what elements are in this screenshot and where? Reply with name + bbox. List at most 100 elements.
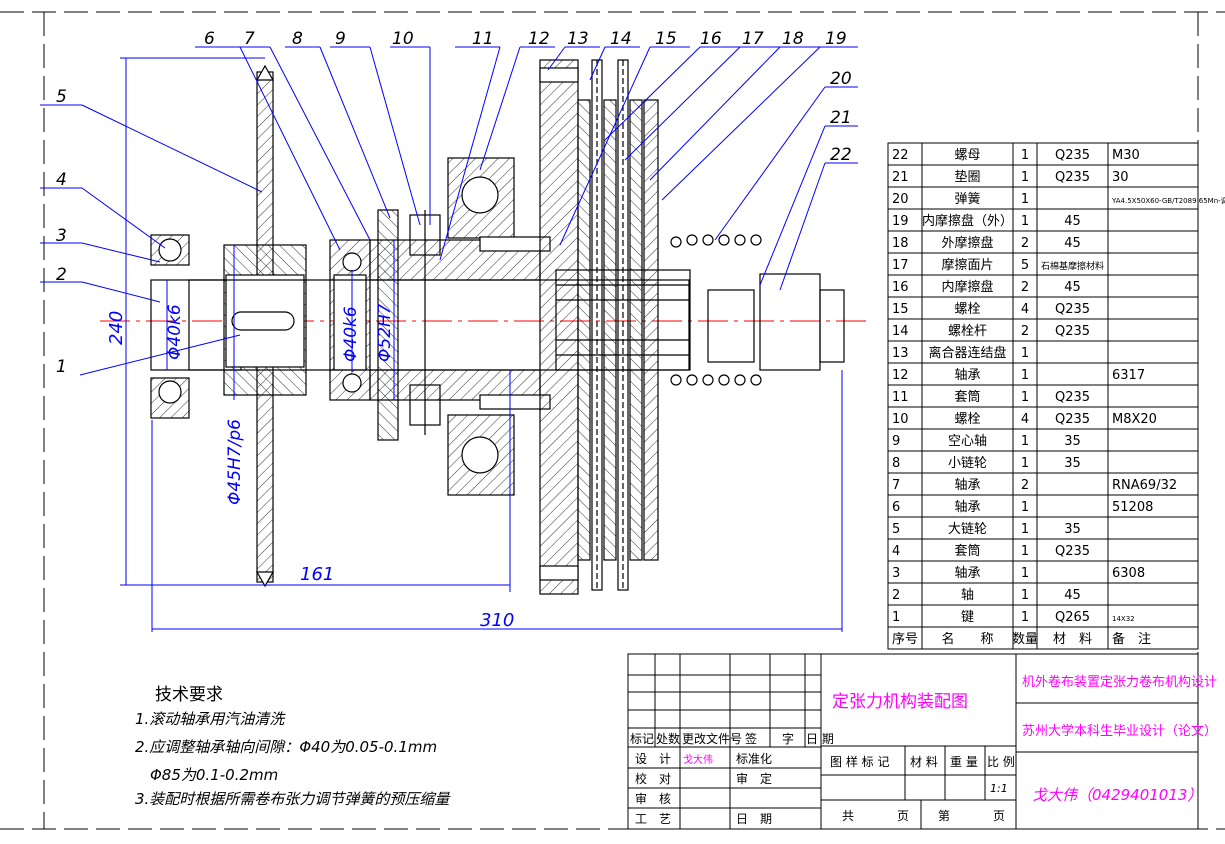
- callout-17: 17: [742, 29, 764, 49]
- bom-cell-qty: 1: [1021, 522, 1029, 537]
- dim-d40k6-left: Φ40k6: [165, 304, 185, 360]
- stage-header-weight: 重 量: [950, 755, 978, 769]
- stage-header-scale: 比 例: [987, 755, 1015, 769]
- scale-value: 1:1: [990, 782, 1008, 795]
- callout-leaders: [40, 46, 858, 376]
- bom-cell-name: 内摩擦盘（外）: [922, 213, 1013, 229]
- drawing-title: 定张力机构装配图: [832, 692, 968, 712]
- bom-cell-qty: 1: [1021, 610, 1029, 625]
- callout-8: 8: [292, 29, 303, 49]
- notes-heading: 技术要求: [155, 685, 223, 705]
- bom-cell-note: M8X20: [1112, 412, 1157, 427]
- bom-cell-name: 垫圈: [954, 169, 980, 185]
- bom-cell-name: 小链轮: [948, 456, 987, 471]
- bom-cell-no: 22: [892, 148, 909, 163]
- bom-cell-qty: 1: [1021, 544, 1029, 559]
- bom-cell-no: 3: [892, 566, 900, 581]
- bom-cell-qty: 1: [1021, 566, 1029, 581]
- bom-cell-qty: 1: [1021, 192, 1029, 207]
- notes-line-4: 3.装配时根据所需卷布张力调节弹簧的预压缩量: [135, 790, 450, 808]
- standard-label: 标准化: [736, 752, 772, 766]
- bom-cell-no: 8: [892, 456, 900, 471]
- callout-7: 7: [244, 29, 255, 49]
- bom-cell-qty: 2: [1021, 478, 1029, 493]
- bom-cell-name: 外摩擦盘: [941, 235, 993, 251]
- bom-cell-qty: 2: [1021, 236, 1029, 251]
- check-label: 校 对: [635, 771, 671, 786]
- bom-cell-name: 弹簧: [954, 191, 980, 207]
- author-id: 戈大伟（0429401013）: [1032, 786, 1202, 804]
- bom-cell-name: 离合器连结盘: [928, 345, 1006, 361]
- notes-line-3: Φ85为0.1-0.2mm: [150, 766, 279, 784]
- bom-cell-mat: Q235: [1055, 390, 1090, 405]
- bom-cell-qty: 1: [1021, 214, 1029, 229]
- callout-6: 6: [204, 29, 215, 49]
- callout-14: 14: [610, 29, 632, 49]
- bom-cell-mat: 45: [1064, 588, 1081, 603]
- callout-18: 18: [782, 29, 804, 49]
- bom-cell-name: 套筒: [954, 389, 980, 405]
- bom-cell-mat: Q235: [1055, 302, 1090, 317]
- bom-cell-name: 内摩擦盘: [941, 279, 993, 295]
- dim-h240: 240: [106, 311, 127, 345]
- callout-15: 15: [655, 29, 677, 49]
- rev-header-date: 日 期: [806, 732, 834, 746]
- bom-cell-mat: Q235: [1055, 544, 1090, 559]
- bom-table-grid: [887, 142, 1199, 650]
- bom-cell-mat: 35: [1064, 456, 1081, 471]
- bom-header-no: 序号: [892, 632, 918, 647]
- bom-cell-name: 轴: [961, 588, 974, 603]
- date-label: 日 期: [736, 812, 772, 826]
- callout-1: 1: [56, 357, 67, 377]
- bom-cell-no: 13: [892, 346, 909, 361]
- bom-cell-note: 6317: [1112, 368, 1145, 383]
- bom-cell-mat: 45: [1064, 236, 1081, 251]
- bom-cell-note: 14X32: [1112, 615, 1135, 623]
- rev-header-file: 更改文件号: [682, 731, 742, 746]
- bom-header-mat: 材 料: [1053, 632, 1092, 647]
- bom-cell-mat: Q235: [1055, 170, 1090, 185]
- school-name: 苏州大学本科生毕业设计（论文）: [1022, 723, 1217, 739]
- bom-cell-no: 20: [892, 192, 909, 207]
- bom-cell-mat: 45: [1064, 214, 1081, 229]
- bom-cell-note: 30: [1112, 170, 1129, 185]
- dim-d40k6-mid: Φ40k6: [341, 306, 361, 362]
- rev-header-sign2: 字: [782, 731, 794, 746]
- bom-cell-qty: 4: [1021, 412, 1029, 427]
- bom-cell-no: 15: [892, 302, 909, 317]
- bom-cell-no: 11: [892, 390, 909, 405]
- bom-cell-name: 螺母: [954, 148, 980, 163]
- bom-cell-no: 1: [892, 610, 900, 625]
- bom-cell-note: M30: [1112, 148, 1140, 163]
- bom-cell-mat: 石棉基摩擦材料: [1041, 260, 1104, 272]
- bom-cell-mat: Q265: [1055, 610, 1090, 625]
- bom-cell-qty: 1: [1021, 588, 1029, 603]
- sheet-page-label: 页: [993, 809, 1005, 823]
- callout-10: 10: [392, 29, 414, 49]
- page-label: 页: [897, 809, 909, 823]
- bom-cell-name: 轴承: [954, 478, 980, 493]
- designer-name: 戈大伟: [683, 753, 713, 766]
- bom-cell-no: 16: [892, 280, 909, 295]
- bom-cell-name: 大链轮: [948, 522, 987, 537]
- bom-cell-name: 键: [961, 610, 974, 625]
- bom-cell-no: 10: [892, 412, 909, 427]
- bom-cell-qty: 2: [1021, 324, 1029, 339]
- bom-cell-note: YA4.5X50X60-GB/T2089 65Mn-调质处理: [1111, 196, 1225, 205]
- title-block: 定张力机构装配图 机外卷布装置定张力卷布机构设计 苏州大学本科生毕业设计（论文）…: [630, 674, 1217, 826]
- bom-cell-no: 4: [892, 544, 900, 559]
- bom-header-note: 备 注: [1112, 631, 1151, 647]
- dim-w161: 161: [300, 564, 334, 585]
- bom-cell-qty: 2: [1021, 280, 1029, 295]
- bom-cell-no: 21: [892, 170, 909, 185]
- rev-header-count: 处数: [656, 731, 680, 746]
- callout-12: 12: [528, 29, 550, 49]
- process-label: 工 艺: [635, 812, 671, 826]
- notes-line-1: 1.滚动轴承用汽油清洗: [135, 710, 285, 728]
- bom-header-qty: 数量: [1012, 632, 1038, 647]
- bom-cell-no: 6: [892, 500, 900, 515]
- bom-cell-qty: 1: [1021, 434, 1029, 449]
